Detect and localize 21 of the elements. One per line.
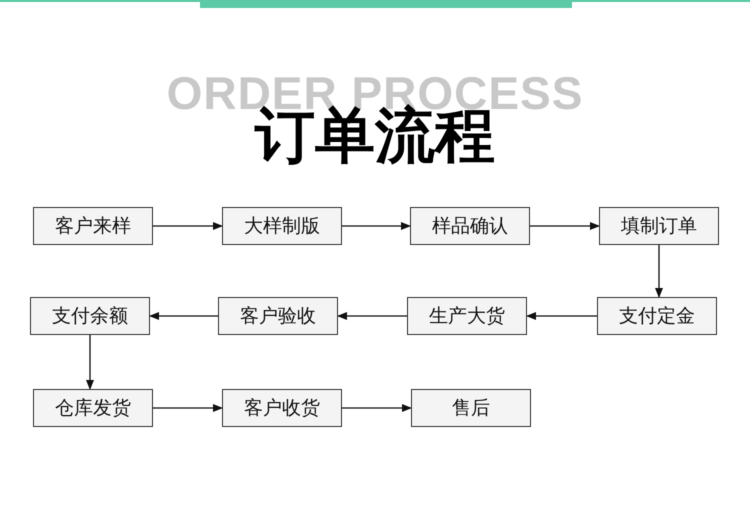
arrow	[149, 312, 218, 320]
arrow	[342, 404, 412, 412]
process-box: 生产大货	[407, 297, 527, 335]
process-box: 客户来样	[33, 207, 153, 245]
process-box: 支付定金	[597, 297, 717, 335]
process-box: 填制订单	[599, 207, 719, 245]
arrow	[86, 335, 94, 390]
arrow	[530, 222, 600, 230]
process-box: 售后	[411, 389, 531, 427]
process-box: 样品确认	[410, 207, 530, 245]
arrow	[337, 312, 407, 320]
process-box: 客户收货	[222, 389, 342, 427]
arrow	[153, 404, 223, 412]
arrow	[153, 222, 223, 230]
arrow	[655, 245, 663, 298]
process-box: 大样制版	[222, 207, 342, 245]
process-box: 支付余额	[30, 297, 150, 335]
process-box: 客户验收	[218, 297, 338, 335]
arrow	[526, 312, 597, 320]
process-box: 仓库发货	[33, 389, 153, 427]
arrow	[342, 222, 411, 230]
